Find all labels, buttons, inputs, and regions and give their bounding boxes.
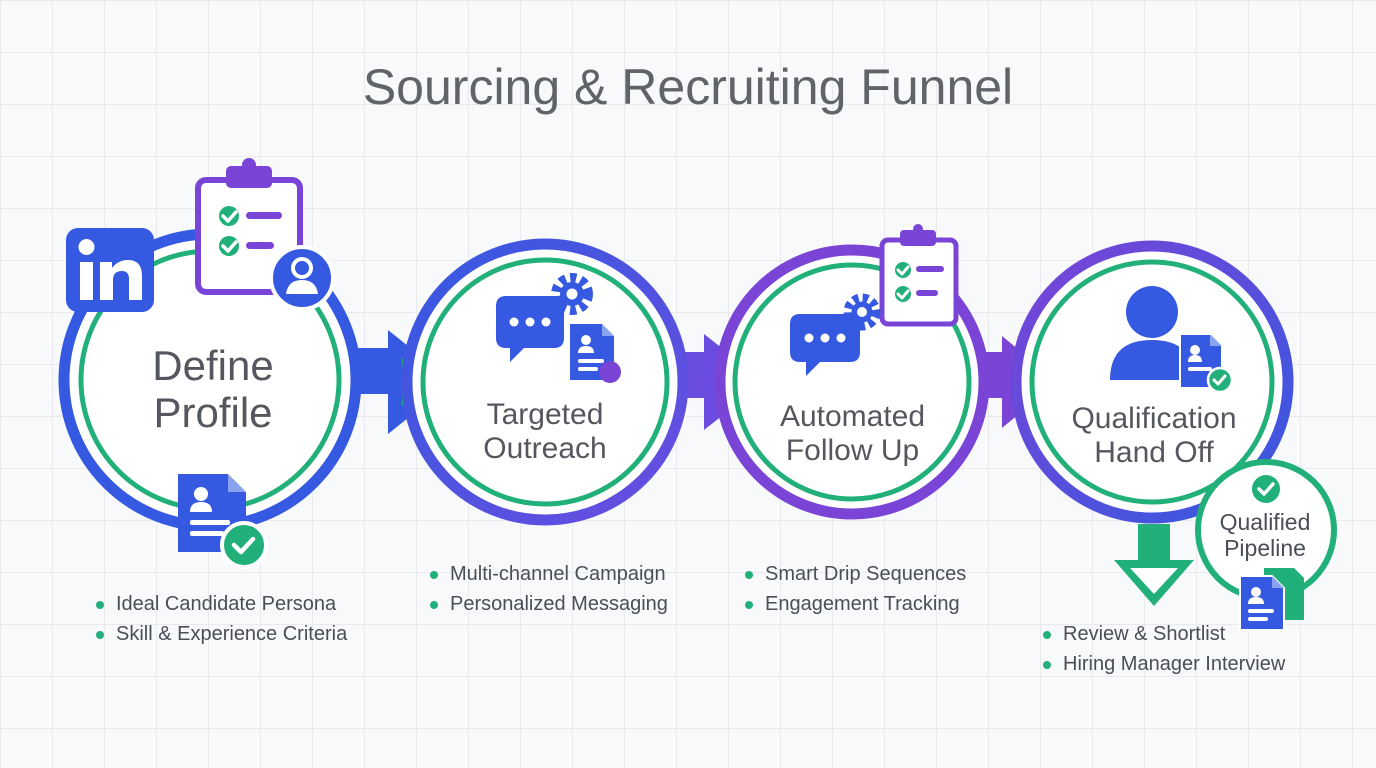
check-badge-icon [220,521,268,569]
user-avatar-icon [269,245,335,311]
pipeline-documents-icon [1239,568,1304,631]
bullet-list-automated-follow-up: Smart Drip Sequences Engagement Tracking [743,559,966,619]
bullet-list-qualification-hand-off: Review & Shortlist Hiring Manager Interv… [1041,619,1285,679]
stage-title-line2: Hand Off [1094,435,1214,469]
down-arrow-icon [1114,524,1194,606]
pipeline-label-line1: Qualified [1219,509,1311,535]
stage-title-line1: Automated [779,400,926,433]
stage-label-targeted-outreach: Targeted Outreach [430,398,660,465]
stage-label-define-profile: Define Profile [88,342,338,436]
bullet-list-targeted-outreach: Multi-channel Campaign Personalized Mess… [428,559,668,619]
stage-label-automated-follow-up: Automated Follow Up [745,400,960,467]
stage-title-line1: Qualification [1071,402,1237,435]
resume-document-icon [570,324,621,383]
gear-icon [843,293,881,331]
person-icon [1110,286,1194,380]
bullet-item: Smart Drip Sequences [743,559,966,589]
linkedin-icon [66,228,154,312]
bullet-list-define-profile: Ideal Candidate Persona Skill & Experien… [94,589,347,649]
bullet-item: Skill & Experience Criteria [94,619,347,649]
chat-bubble-icon [790,314,860,376]
stage-title-line2: Follow Up [785,433,920,467]
stage-title-line2: Outreach [483,431,607,465]
diagram-title: Sourcing & Recruiting Funnel [362,59,1014,115]
check-badge-icon [1206,366,1234,394]
stage-ring-qualify [1010,240,1294,524]
bullet-item: Multi-channel Campaign [428,559,668,589]
checklist-clipboard-icon [879,224,959,327]
qualified-pipeline-label: Qualified Pipeline [1200,509,1330,562]
stage-title-line2: Profile [153,389,273,437]
pipeline-label-line2: Pipeline [1224,534,1306,561]
bullet-item: Personalized Messaging [428,589,668,619]
stage-label-qualification-hand-off: Qualification Hand Off [1040,402,1268,469]
stage-title-line1: Targeted [486,398,604,431]
bullet-item: Ideal Candidate Persona [94,589,347,619]
bullet-item: Review & Shortlist [1041,619,1285,649]
stage-title-line1: Define [152,342,274,389]
bullet-item: Hiring Manager Interview [1041,649,1285,679]
chat-bubble-icon [496,296,564,362]
gear-icon [551,273,593,315]
bullet-item: Engagement Tracking [743,589,966,619]
stage-ring-outreach [401,238,689,526]
